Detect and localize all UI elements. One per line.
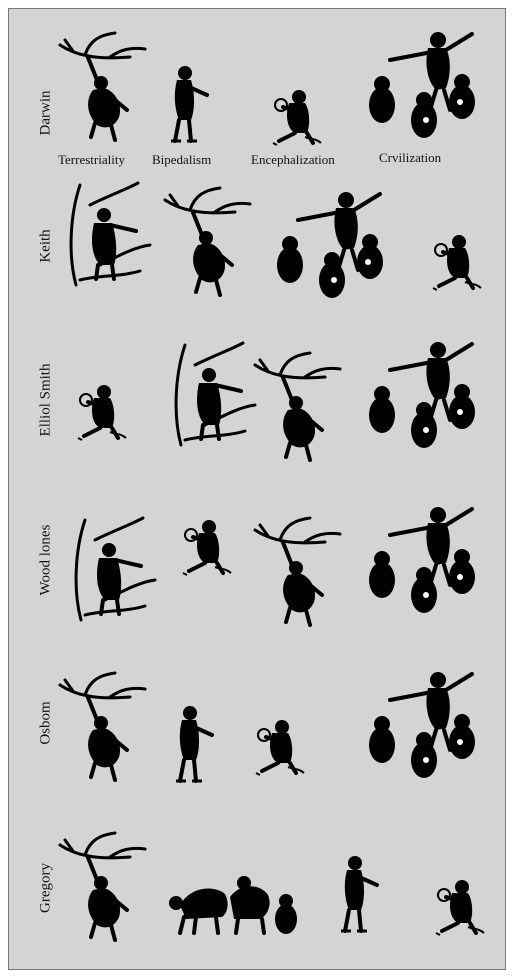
osborn-hanging-ape xyxy=(60,673,145,780)
elliot-hanging-ape xyxy=(255,353,340,460)
darwin-hanging-ape xyxy=(60,33,145,140)
gregory-quadruped-group xyxy=(169,876,297,934)
keith-civilization-group xyxy=(277,192,383,298)
darwin-seated-skull xyxy=(273,90,321,145)
darwin-civilization-group xyxy=(369,32,475,138)
elliot-ape-in-branches xyxy=(176,343,255,445)
osborn-seated-skull xyxy=(256,720,304,775)
keith-hanging-ape xyxy=(165,188,250,295)
elliot-seated-skull xyxy=(78,385,126,440)
osborn-civilization-group xyxy=(369,672,475,778)
woodjones-civilization-group xyxy=(369,507,475,613)
woodjones-hanging-ape xyxy=(255,518,340,625)
osborn-bipedal-walker xyxy=(176,706,212,781)
elliot-civilization-group xyxy=(369,342,475,448)
woodjones-seated-skull xyxy=(183,520,231,575)
woodjones-ape-in-branches xyxy=(76,518,155,620)
darwin-bipedal-walker xyxy=(171,66,207,141)
gregory-bipedal-walker xyxy=(341,856,377,931)
keith-ape-in-branches xyxy=(71,183,150,285)
gregory-seated-skull xyxy=(436,880,484,935)
gregory-hanging-ape xyxy=(60,833,145,940)
keith-seated-skull xyxy=(433,235,481,290)
